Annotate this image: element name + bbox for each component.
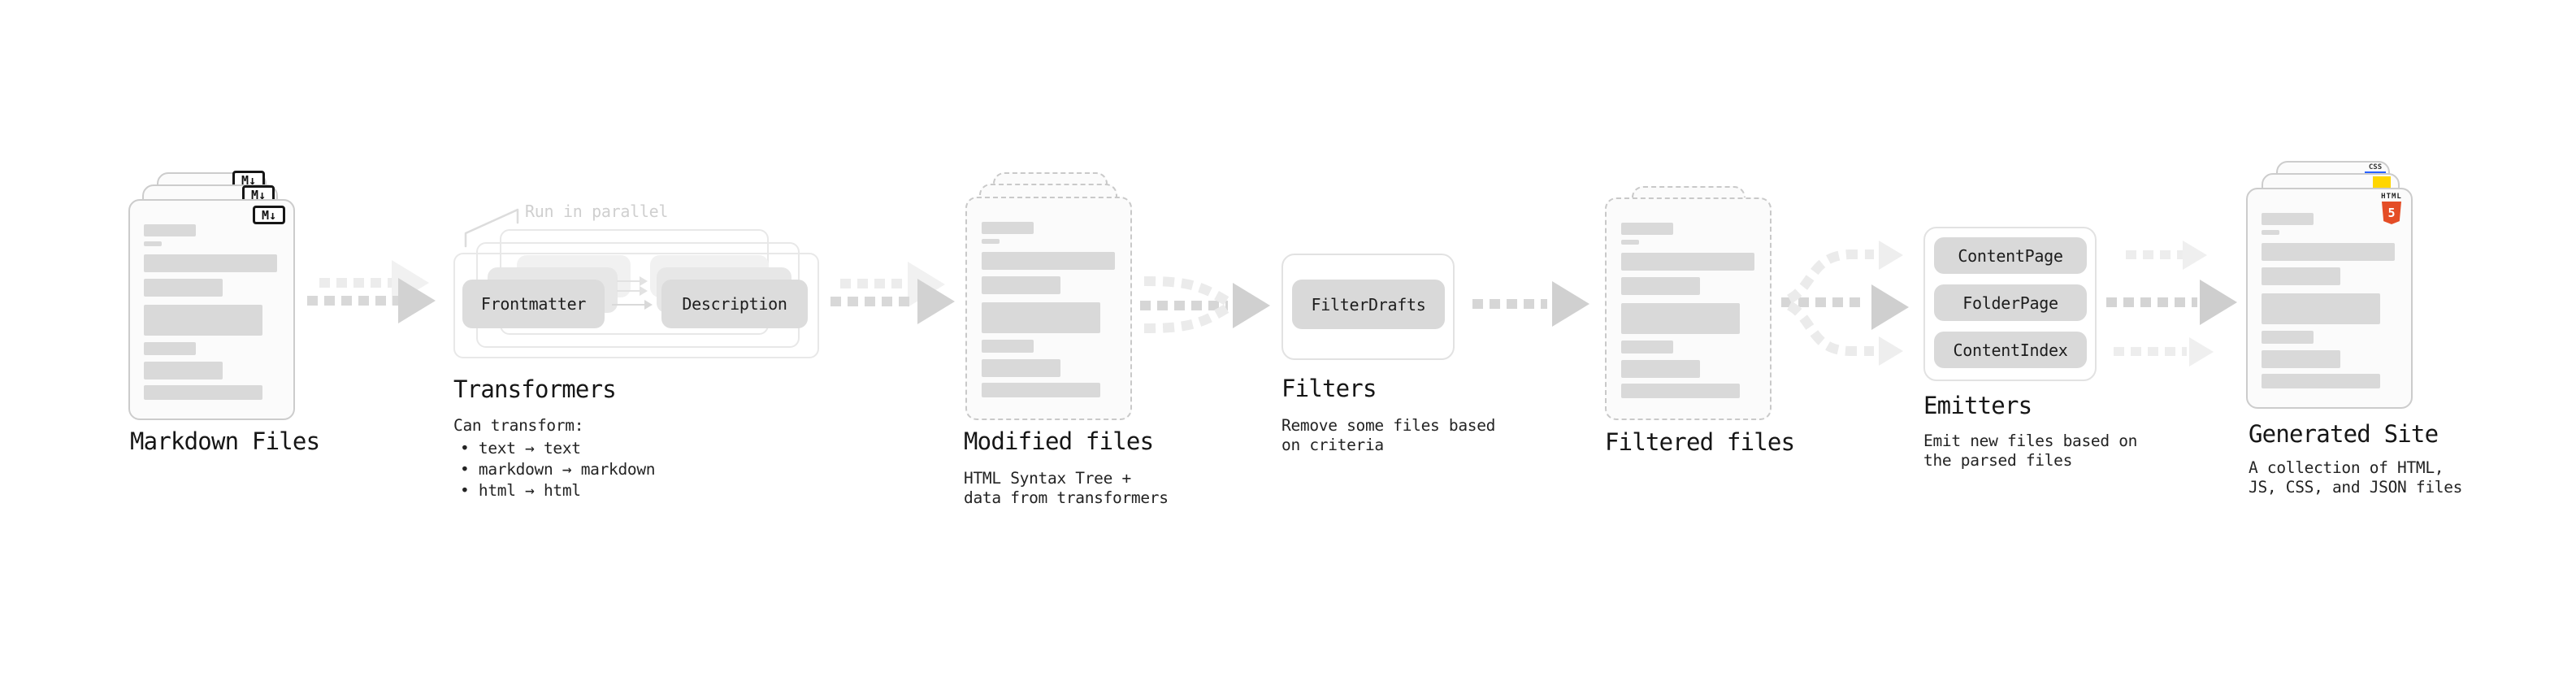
arrow-modified-to-filters	[1140, 301, 1228, 310]
text-line-placeholder	[2262, 374, 2380, 388]
arrowhead-branch-down	[1879, 336, 1903, 366]
diverge-curve-up	[1786, 249, 1874, 304]
text-line-placeholder	[2262, 230, 2279, 235]
transformers-bullet: • html → html	[460, 481, 581, 500]
text-line-placeholder	[982, 252, 1115, 270]
transform-arrow-back	[617, 280, 640, 282]
text-line-placeholder	[144, 385, 262, 400]
stage-title-markdown-files: Markdown Files	[130, 427, 320, 455]
arrowhead	[1871, 284, 1909, 330]
text-line-placeholder	[982, 222, 1034, 234]
modified-desc-line: HTML Syntax Tree +	[964, 469, 1131, 488]
transform-arrowhead	[640, 276, 648, 286]
filters-desc-line: on criteria	[1281, 436, 1384, 454]
text-line-placeholder	[982, 239, 1000, 244]
text-line-placeholder	[2262, 243, 2395, 261]
stage-title-emitters: Emitters	[1923, 392, 2032, 419]
arrow-filters-to-filtered	[1472, 299, 1547, 309]
arrowhead	[2189, 337, 2214, 367]
modified-desc-line: data from transformers	[964, 488, 1169, 507]
text-line-placeholder	[144, 224, 196, 236]
stage-title-modified-files: Modified files	[964, 427, 1154, 455]
text-line-placeholder	[982, 383, 1100, 397]
stage-title-generated-site: Generated Site	[2249, 420, 2439, 448]
text-line-placeholder	[982, 340, 1034, 353]
text-line-placeholder	[2262, 267, 2340, 285]
text-line-placeholder	[1621, 303, 1740, 334]
stage-title-filters: Filters	[1281, 375, 1377, 402]
pill-folderpage: FolderPage	[1934, 284, 2087, 321]
text-line-placeholder	[144, 305, 262, 336]
emitters-desc-line: the parsed files	[1923, 451, 2073, 470]
run-in-parallel-note: Run in parallel	[525, 202, 669, 221]
pill-description: Description	[661, 280, 808, 328]
diverge-curve-down	[1786, 301, 1874, 356]
text-line-placeholder	[2262, 213, 2314, 225]
text-line-placeholder	[1621, 277, 1700, 295]
transformers-bullet: • markdown → markdown	[460, 460, 656, 479]
text-line-placeholder	[144, 241, 162, 246]
arrow-markdown-to-transformers-back	[319, 278, 401, 288]
pill-contentpage: ContentPage	[1934, 237, 2087, 274]
text-line-placeholder	[144, 279, 223, 297]
transform-arrowhead	[640, 286, 648, 296]
generated-desc-line: A collection of HTML,	[2249, 458, 2444, 477]
text-line-placeholder	[2262, 331, 2314, 344]
pill-frontmatter: Frontmatter	[462, 280, 605, 328]
transform-arrow-front	[612, 304, 644, 306]
markdown-icon: M↓	[253, 206, 285, 224]
transformers-desc-heading: Can transform:	[453, 416, 584, 435]
html5-icon-label: HTML	[2381, 193, 2402, 201]
text-line-placeholder	[1621, 240, 1639, 245]
transform-arrowhead	[644, 300, 653, 310]
text-line-placeholder	[1621, 340, 1673, 354]
arrowhead	[1552, 281, 1589, 327]
text-line-placeholder	[144, 362, 223, 380]
text-line-placeholder	[144, 342, 196, 355]
arrowhead	[917, 279, 955, 324]
filters-desc-line: Remove some files based	[1281, 416, 1496, 435]
arrowhead	[398, 278, 436, 323]
arrow-filtered-to-emitters	[1781, 297, 1867, 307]
html5-icon: HTML 5	[2381, 193, 2402, 224]
text-line-placeholder	[1621, 253, 1754, 271]
text-line-placeholder	[982, 276, 1060, 294]
transformers-bullet: • text → text	[460, 439, 581, 458]
text-line-placeholder	[144, 254, 277, 272]
converge-curve-top	[1143, 276, 1232, 307]
text-line-placeholder	[982, 302, 1100, 333]
arrow-emitters-to-site-bottom	[2114, 347, 2187, 356]
text-line-placeholder	[2262, 350, 2340, 368]
text-line-placeholder	[1621, 360, 1700, 378]
stage-title-filtered-files: Filtered files	[1605, 428, 1795, 456]
text-line-placeholder	[2262, 293, 2380, 324]
arrowhead	[1233, 283, 1270, 328]
transform-arrow-middle	[617, 290, 640, 292]
arrowhead	[2200, 280, 2237, 325]
arrowhead-branch-up	[1879, 241, 1903, 270]
text-line-placeholder	[1621, 223, 1673, 235]
arrow-emitters-to-site-top	[2126, 250, 2183, 259]
arrow-emitters-to-site-middle	[2106, 297, 2197, 307]
emitters-desc-line: Emit new files based on	[1923, 432, 2138, 450]
arrow-transformers-to-modified-back	[840, 279, 917, 288]
js-icon	[2373, 176, 2391, 189]
transformer-box-front	[453, 253, 819, 358]
arrowhead	[2183, 241, 2207, 270]
arrow-markdown-to-transformers	[307, 296, 400, 306]
generated-desc-line: JS, CSS, and JSON files	[2249, 478, 2463, 497]
stage-title-transformers: Transformers	[453, 375, 617, 403]
arrow-transformers-to-modified	[830, 297, 916, 306]
pill-filterdrafts: FilterDrafts	[1292, 280, 1445, 329]
text-line-placeholder	[982, 359, 1060, 377]
text-line-placeholder	[1621, 384, 1740, 398]
pill-contentindex: ContentIndex	[1934, 332, 2087, 368]
html5-icon-shield: 5	[2382, 202, 2401, 224]
